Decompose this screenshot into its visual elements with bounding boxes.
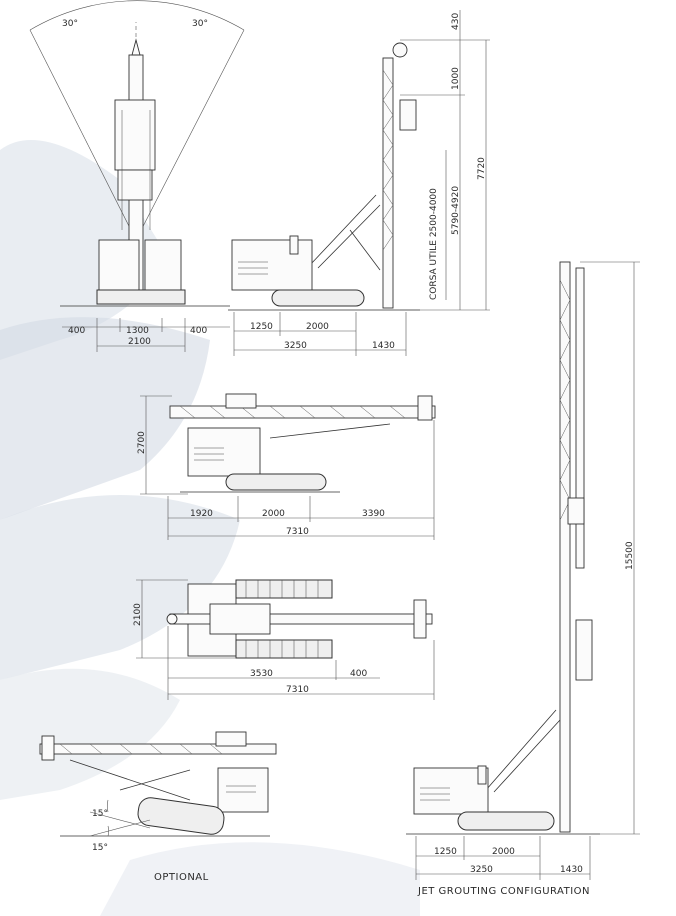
side-dim-a: 1250 — [250, 322, 273, 332]
side-track — [271, 289, 365, 307]
front-view: 30° 30° 400 1300 400 2100 — [29, 0, 245, 352]
front-dim-middle: 1300 — [126, 326, 149, 336]
top-dim-a: 3530 — [250, 669, 273, 679]
jet-mast-lattice — [559, 279, 571, 521]
top-mast — [169, 613, 433, 625]
transport-body — [187, 427, 261, 477]
transport-track — [225, 473, 327, 491]
transport-view: 2700 1920 2000 3390 7310 — [137, 393, 436, 540]
angle-left-label: 30° — [62, 19, 78, 29]
optional-body — [217, 767, 269, 813]
jet-grouting-view: 15500 1250 2000 3250 1430 JET GROUTING C… — [406, 261, 640, 897]
front-dim-left: 400 — [68, 326, 85, 336]
side-dim-total: 3250 — [284, 341, 307, 351]
top-dim-b: 400 — [350, 669, 367, 679]
side-dim-overhang: 1430 — [372, 341, 395, 351]
mast-stroke-label: CORSA UTILE 2500-4000 — [429, 188, 439, 300]
top-width: 2100 — [133, 603, 143, 626]
side-dim-top: 430 — [451, 13, 461, 30]
watercolor-background — [0, 140, 420, 916]
front-cab — [98, 239, 140, 291]
angle-right-label: 30° — [192, 19, 208, 29]
transport-dim-b: 2000 — [262, 509, 285, 519]
optional-track — [137, 797, 225, 835]
optional-angle-upper: 15° — [92, 809, 108, 819]
optional-mast — [39, 743, 277, 755]
swing-arc — [29, 0, 245, 31]
jet-mast — [559, 261, 571, 833]
jet-caption: JET GROUTING CONFIGURATION — [417, 886, 590, 897]
side-dim-overall: 7720 — [477, 157, 487, 180]
top-view: 2100 3530 400 7310 — [133, 579, 435, 700]
mast-range-label: 5790-4920 — [451, 186, 461, 235]
top-dim-total: 7310 — [286, 685, 309, 695]
jet-dim-total: 3250 — [470, 865, 493, 875]
jet-height: 15500 — [625, 541, 635, 570]
front-dim-right: 400 — [190, 326, 207, 336]
optional-view: 15° 15° OPTIONAL — [39, 731, 277, 883]
transport-dim-c: 3390 — [362, 509, 385, 519]
jet-dim-b: 2000 — [492, 847, 515, 857]
optional-caption: OPTIONAL — [154, 872, 209, 883]
optional-angle-lower: 15° — [92, 843, 108, 853]
side-view: 430 1000 7720 CORSA UTILE 2500-4000 5790… — [228, 10, 490, 356]
side-dim-b: 2000 — [306, 322, 329, 332]
front-dim-total: 2100 — [128, 337, 151, 347]
transport-mast — [169, 405, 436, 419]
transport-height: 2700 — [137, 431, 147, 454]
transport-dim-total: 7310 — [286, 527, 309, 537]
side-dim-upper: 1000 — [451, 67, 461, 90]
side-mast — [382, 57, 394, 309]
jet-dim-overhang: 1430 — [560, 865, 583, 875]
jet-track — [457, 811, 555, 831]
jet-dim-a: 1250 — [434, 847, 457, 857]
jet-body — [413, 767, 489, 815]
side-body — [231, 239, 313, 291]
transport-dim-a: 1920 — [190, 509, 213, 519]
